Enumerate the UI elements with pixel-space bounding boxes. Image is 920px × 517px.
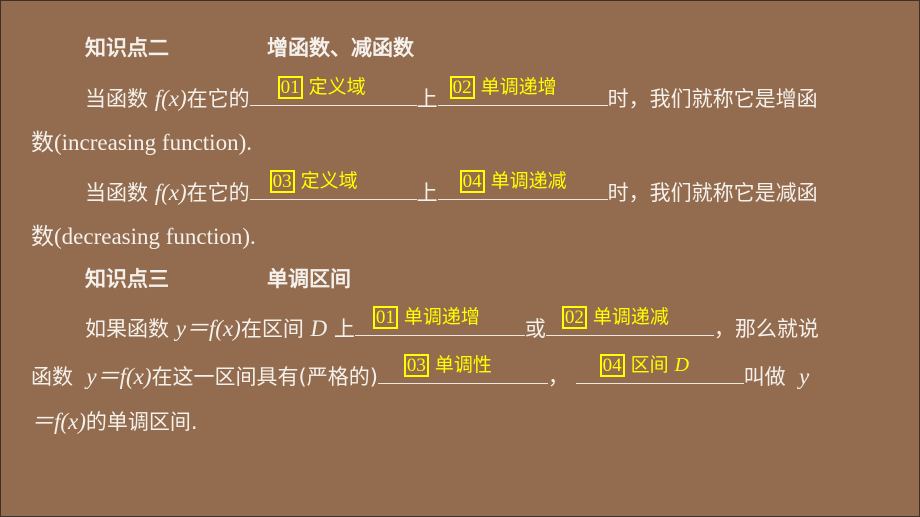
answer-text: 区间 <box>630 354 669 376</box>
answer-text: 单调递减 <box>490 170 567 192</box>
section3-line3: ＝f(x)的单调区间. <box>31 407 198 437</box>
function-fx: f(x) <box>154 86 187 111</box>
text: 在它的 <box>186 181 250 205</box>
para2-line2: 数(decreasing function). <box>31 222 256 252</box>
answer-number-badge: 01 <box>277 76 303 99</box>
section2-title: 增函数、减函数 <box>267 36 414 60</box>
text: 在区间 <box>240 317 304 341</box>
text: 数(increasing function). <box>31 130 252 155</box>
text: 上 <box>416 181 438 205</box>
equation-y-fx: y＝f(x) <box>175 316 241 341</box>
answer-number-badge: 03 <box>403 354 429 377</box>
answer-text: 单调递减 <box>592 306 669 328</box>
section2-label: 知识点二 <box>85 36 169 60</box>
answer-variable: D <box>674 354 690 376</box>
text: 当函数 <box>85 181 148 205</box>
answer-number-badge: 04 <box>599 354 625 377</box>
answer-number-badge: 02 <box>561 306 587 329</box>
equation-fx: ＝f(x) <box>31 409 86 434</box>
variable-d: D <box>310 316 328 341</box>
section2-heading: 知识点二 增函数、减函数 <box>85 33 414 63</box>
answer-text: 单调递增 <box>480 76 557 98</box>
equation-y-fx: y＝f(x) <box>86 364 152 389</box>
answer-text: 单调性 <box>434 354 492 376</box>
text: 上 <box>333 317 355 341</box>
text: 或 <box>524 317 546 341</box>
text: ， <box>547 365 569 389</box>
section3-title: 单调区间 <box>267 267 351 291</box>
text: 在这一区间具有(严格的) <box>151 365 378 389</box>
answer-text: 单调递增 <box>403 306 480 328</box>
text: 当函数 <box>85 87 148 111</box>
text: 时，我们就称它是增函 <box>607 87 818 111</box>
text: 在它的 <box>186 87 250 111</box>
text: 时，我们就称它是减函 <box>607 181 818 205</box>
answer-number-badge: 02 <box>449 76 475 99</box>
text: 函数 <box>31 365 73 389</box>
answer-number-badge: 03 <box>269 170 295 193</box>
text: 数(decreasing function). <box>31 224 256 249</box>
section3-heading: 知识点三 单调区间 <box>85 264 351 294</box>
text: ，那么就说 <box>713 317 819 341</box>
answer-text: 定义域 <box>300 170 358 192</box>
text: 如果函数 <box>85 317 169 341</box>
para1-line2: 数(increasing function). <box>31 128 252 158</box>
function-fx: f(x) <box>154 180 187 205</box>
answer-text: 定义域 <box>308 76 366 98</box>
variable-y: y <box>798 364 810 389</box>
answer-number-badge: 04 <box>459 170 485 193</box>
text: 叫做 <box>743 365 786 389</box>
answer-number-badge: 01 <box>372 306 398 329</box>
text: 的单调区间. <box>85 410 198 434</box>
text: 上 <box>416 87 438 111</box>
section3-label: 知识点三 <box>85 267 169 291</box>
